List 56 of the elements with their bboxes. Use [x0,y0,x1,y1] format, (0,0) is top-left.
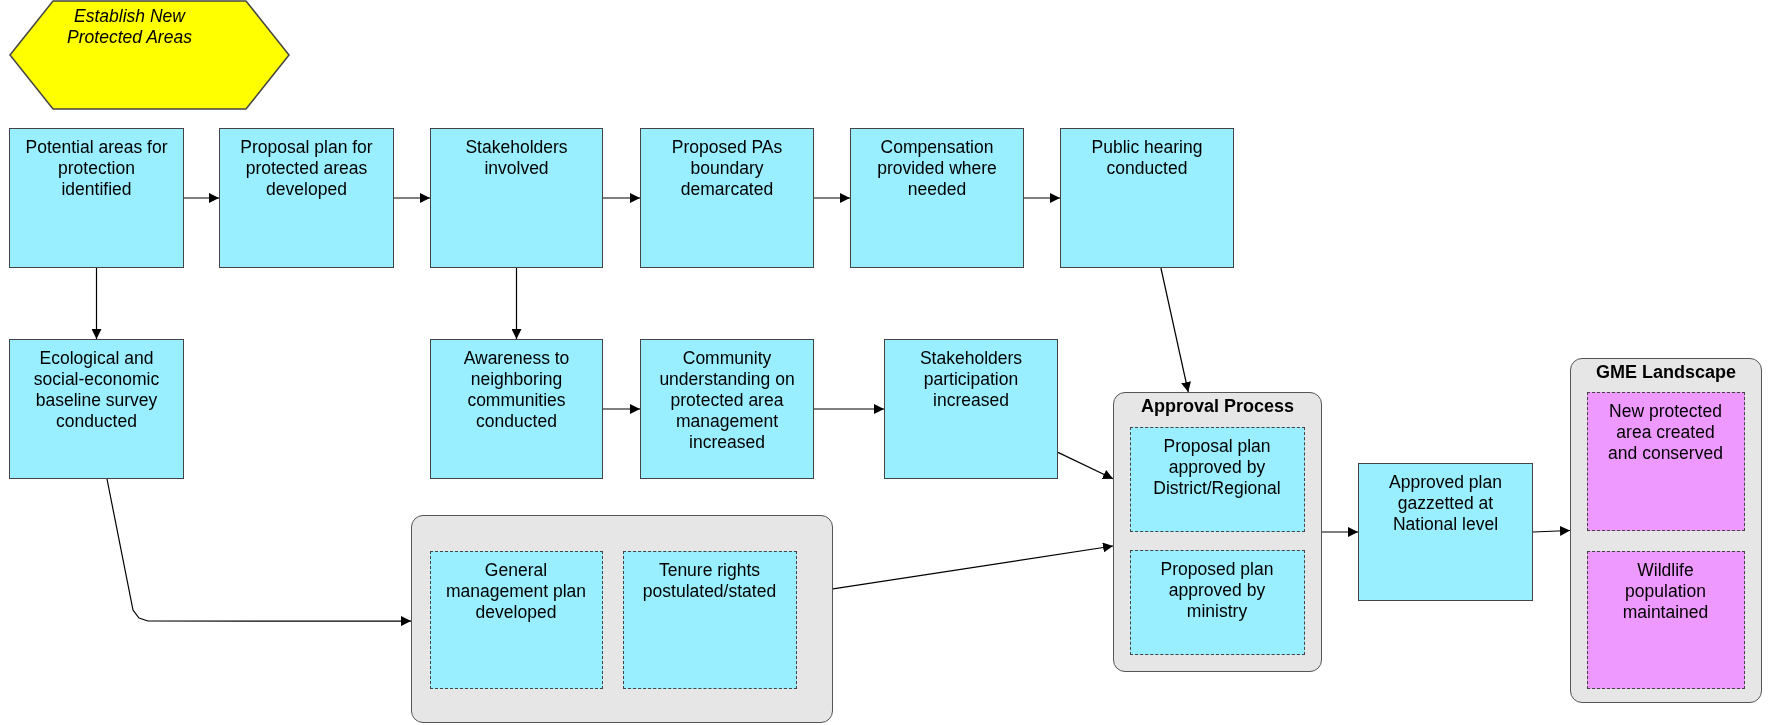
hexagon-shape [9,0,290,110]
process-box [640,128,814,268]
arrow [1532,525,1571,536]
process-box [1060,128,1234,268]
arrow [813,404,885,414]
process-box [219,128,394,268]
process-box [430,128,603,268]
group-title: Approval Process [1139,395,1296,417]
arrow [1160,267,1191,393]
process-box [850,128,1024,268]
process-box [1129,426,1305,532]
arrow [1321,527,1359,537]
arrow [106,478,412,627]
step-text: Proposal plan for protected areas developed [239,136,374,200]
arrow [393,193,431,203]
process-box [1358,463,1533,601]
step-text: Ecological and social-economic baseline survey conducted [32,347,161,432]
process-box [9,128,184,268]
process-box [884,339,1058,479]
group-panel [1570,358,1762,703]
group-title: GME Landscape [1594,361,1737,383]
arrow [602,193,641,203]
group-panel [1113,392,1322,672]
step-text: Proposed plan approved by ministry [1159,557,1275,622]
arrow [511,267,522,340]
arrow [832,542,1114,590]
step-text: Stakeholders participation increased [918,347,1024,411]
process-box [9,339,184,479]
step-text: Awareness to neighboring communities conducted [462,347,571,432]
step-text: General management plan developed [444,558,588,623]
arrow [602,404,641,414]
step-text: Public hearing conducted [1090,136,1204,179]
process-box [1129,549,1305,655]
process-box [429,550,603,689]
group-panel [411,515,833,723]
arrow [1057,451,1114,480]
step-text: Proposal plan approved by District/Regional [1152,434,1282,499]
step-text: Compensation provided where needed [876,136,998,200]
step-text: Approved plan gazzetted at National level [1388,471,1503,535]
step-text: Tenure rights postulated/stated [641,558,778,602]
process-box [622,550,797,689]
process-box [430,339,603,479]
arrow [91,267,102,340]
step-text: Stakeholders involved [464,136,569,179]
arrow [813,193,851,203]
step-text: Proposed PAs boundary demarcated [670,136,784,200]
arrow [183,193,220,203]
step-text: New protected area created and conserved [1607,399,1724,464]
step-text: Wildlife population maintained [1621,558,1710,623]
arrow [1023,193,1061,203]
process-box [640,339,814,479]
process-box [1586,391,1745,531]
step-text: Community understanding on protected area management increased [658,347,796,453]
step-text: Establish New Protected Areas [66,5,193,48]
step-text: Potential areas for protection identified [24,136,169,200]
process-box [1586,550,1745,689]
